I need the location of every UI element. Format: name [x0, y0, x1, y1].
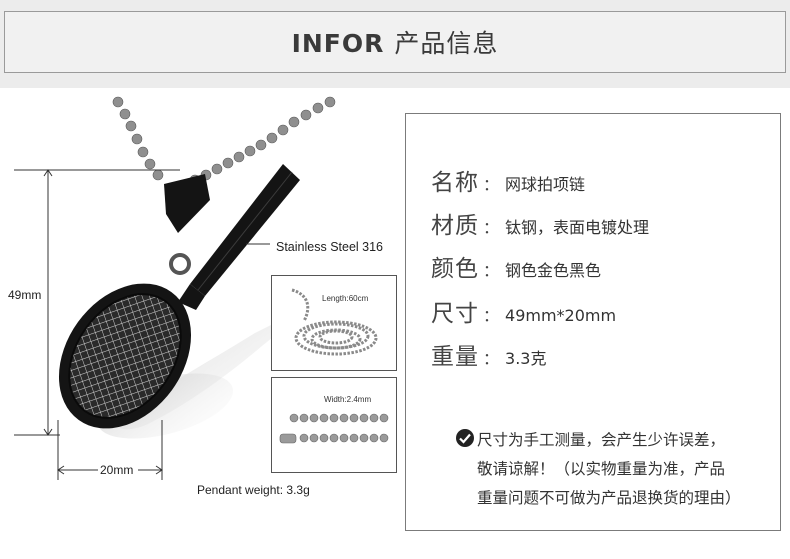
spec-row-size: 尺寸 ： 49mm*20mm [431, 294, 616, 328]
spec-row-material: 材质 ： 钛钢，表面电镀处理 [431, 206, 649, 240]
chain-width-thumbnail: Width:2.4mm [271, 377, 397, 473]
ball-chain [112, 96, 336, 186]
page-title: INFOR 产品信息 [292, 24, 499, 60]
spec-value: 钢色金色黑色 [505, 261, 602, 280]
spec-separator: ： [483, 306, 500, 325]
chain-closeup-image [279, 413, 389, 444]
spec-separator: ： [483, 261, 500, 280]
spec-key: 材质 [431, 213, 479, 239]
height-label: 49mm [8, 288, 42, 302]
spec-separator: ： [483, 218, 500, 237]
dimension-lines [14, 169, 270, 480]
chain-length-thumbnail: Length:60cm [271, 275, 397, 371]
spec-key: 名称 [431, 170, 479, 196]
spec-separator: ： [483, 349, 500, 368]
spec-key: 重量 [431, 344, 479, 370]
spec-key: 尺寸 [431, 301, 479, 327]
tennis-racket-pendant [58, 164, 300, 429]
check-circle-icon [456, 429, 474, 447]
note-line-1: 尺寸为手工测量，会产生少许误差， [456, 426, 776, 455]
spec-row-name: 名称 ： 网球拍项链 [431, 163, 585, 197]
chain-length-label: Length:60cm [322, 294, 369, 303]
note-line-2: 敬请谅解！（以实物重量为准，产品 [477, 460, 726, 478]
spec-value: 3.3克 [505, 349, 547, 368]
header-box: INFOR 产品信息 [4, 11, 786, 73]
material-callout: Stainless Steel 316 [276, 240, 384, 254]
title-english: INFOR [291, 29, 385, 58]
weight-label: Pendant weight: 3.3g [197, 483, 310, 497]
spec-separator: ： [483, 175, 500, 194]
chain-width-label: Width:2.4mm [324, 395, 372, 404]
spec-key: 颜色 [431, 256, 479, 282]
note-line-3: 重量问题不可做为产品退换货的理由） [477, 489, 741, 507]
coiled-chain-image [291, 288, 378, 356]
disclaimer-note: 尺寸为手工测量，会产生少许误差， 敬请谅解！（以实物重量为准，产品 重量问题不可… [456, 426, 776, 513]
title-chinese: 产品信息 [394, 29, 499, 58]
spec-value: 网球拍项链 [505, 175, 586, 194]
spec-row-weight: 重量 ： 3.3克 [431, 337, 546, 371]
note-text-1: 尺寸为手工测量，会产生少许误差， [477, 431, 726, 449]
spec-row-color: 颜色 ： 钢色金色黑色 [431, 249, 601, 283]
spec-value: 钛钢，表面电镀处理 [505, 218, 650, 237]
info-panel: 名称 ： 网球拍项链 材质 ： 钛钢，表面电镀处理 颜色 ： 钢色金色黑色 尺寸… [405, 113, 781, 531]
width-label: 20mm [100, 463, 134, 477]
product-illustration [14, 96, 336, 480]
spec-value: 49mm*20mm [505, 306, 617, 325]
